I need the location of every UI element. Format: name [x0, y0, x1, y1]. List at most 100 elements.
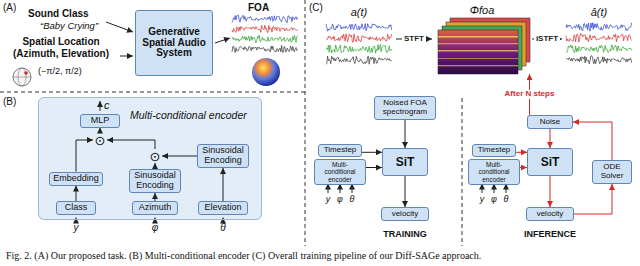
connector [76, 186, 77, 202]
panel-tag: (A) [3, 2, 16, 14]
label-holder: φ [491, 194, 497, 204]
node-text: ODE Solver [596, 163, 628, 180]
spectrogram-stack: Φfoa [432, 4, 532, 74]
edge-label-holder: After N steps [503, 90, 557, 99]
input-symbol: θ [350, 194, 355, 204]
label-holder: φ [152, 222, 159, 234]
model-box: SiT [527, 148, 573, 176]
label-holder: Spatial Location (Azimuth, Elevation) [4, 36, 118, 59]
node-text: Φfoa [432, 4, 532, 16]
node-text: MLP [91, 116, 110, 126]
input-symbol: θ [220, 222, 225, 234]
output-name: FOA [248, 2, 269, 14]
connector [155, 193, 156, 201]
encoding-box: Sinusoidal Encoding [129, 169, 181, 193]
label-holder: (B) [3, 96, 16, 108]
waveform-trace [326, 24, 392, 32]
label-holder: y [480, 194, 485, 204]
node-text: â(t) [562, 6, 636, 18]
waveform-trace [326, 56, 392, 64]
hadamard-op: ⊙ [93, 133, 107, 147]
label-holder: “Baby Crying” [40, 21, 98, 32]
waveform-trace [232, 35, 298, 43]
waveform-trace [232, 25, 298, 32]
connector [223, 168, 224, 201]
output-symbol: c [104, 99, 110, 112]
input-box: Noised FOA spectrogram [374, 96, 436, 120]
waveforms [232, 15, 632, 64]
output-box: velocity [381, 207, 429, 221]
edge-label-holder: STFT [402, 35, 426, 44]
connector [162, 156, 197, 157]
label-holder: y [326, 194, 331, 204]
connector [516, 152, 527, 153]
input-symbol: φ [152, 222, 159, 234]
node-text: SiT [541, 156, 560, 169]
node-text: Class [65, 203, 88, 213]
label-holder: (A) [3, 2, 16, 14]
waveform-trace [566, 56, 632, 64]
node-text: Noise [540, 118, 560, 127]
input-symbol: y [74, 222, 79, 234]
panel-heading: Multi-conditional encoder [130, 109, 247, 121]
stage-name: INFERENCE [524, 229, 576, 239]
system-box: Generative Spatial Audio System [135, 10, 213, 76]
connector [574, 184, 612, 214]
connector [107, 140, 155, 149]
embedding-box: Embedding [49, 172, 103, 186]
waveform-trace [566, 34, 632, 43]
edge-label: STFT [402, 35, 426, 44]
waveform-trace [326, 34, 392, 42]
label-holder: θ [350, 194, 355, 204]
label-holder: (−π/2, π/2) [38, 66, 82, 76]
dividers [0, 0, 462, 246]
input-name: Sound Class [28, 8, 89, 20]
node-text: ⊙ [150, 150, 161, 163]
node-text: Multi-conditional encoder [472, 161, 516, 182]
node-text: Noised FOA spectrogram [378, 99, 432, 116]
panel-tag: (B) [3, 96, 16, 108]
label-holder: c [104, 99, 110, 112]
output-box: velocity [526, 207, 574, 221]
input-value: (−π/2, π/2) [38, 66, 82, 76]
input-symbol: φ [337, 194, 343, 204]
input-box: Class [56, 201, 96, 215]
panel-fill [38, 97, 262, 220]
label-holder: φ [337, 194, 343, 204]
label-holder: INFERENCE [524, 229, 576, 239]
node-text: Azimuth [139, 203, 172, 213]
node-text: SiT [396, 156, 415, 169]
connector [100, 128, 101, 134]
connector [405, 176, 406, 207]
node-text: ⊙ [95, 134, 106, 147]
input-symbol: θ [504, 194, 509, 204]
waveform-group: â(t) [562, 6, 636, 72]
input-name: Spatial Location (Azimuth, Elevation) [4, 36, 118, 59]
edge-label: iSTFT [534, 35, 560, 44]
caption-holder: Fig. 2. (A) Our proposed task. (B) Multi… [6, 250, 634, 262]
node-text: Elevation [204, 203, 241, 213]
label-holder: θ [504, 194, 509, 204]
waveform-trace [326, 45, 392, 54]
input-box: Azimuth [132, 201, 178, 215]
timestep-box: Timestep [472, 144, 516, 157]
label-holder: FOA [248, 2, 269, 14]
label-holder: (C) [309, 2, 323, 14]
connector [76, 140, 93, 172]
waveform-trace [232, 15, 298, 23]
panel-tag: (C) [309, 2, 323, 14]
connector [366, 167, 382, 168]
node-text: a(t) [322, 6, 396, 18]
connector [362, 152, 382, 153]
node-text: Multi-conditional encoder [318, 161, 362, 182]
node-text: Sinusoidal Encoding [133, 171, 177, 190]
connector [520, 167, 527, 168]
connector [550, 129, 551, 148]
encoder-box: Multi-conditional encoder [468, 159, 520, 185]
hadamard-op: ⊙ [148, 149, 162, 163]
input-symbol: φ [491, 194, 497, 204]
label-holder: Sound Class [28, 8, 89, 20]
label-holder: y [74, 222, 79, 234]
node-text: Sinusoidal Encoding [201, 146, 245, 165]
waveform-trace [566, 45, 632, 53]
